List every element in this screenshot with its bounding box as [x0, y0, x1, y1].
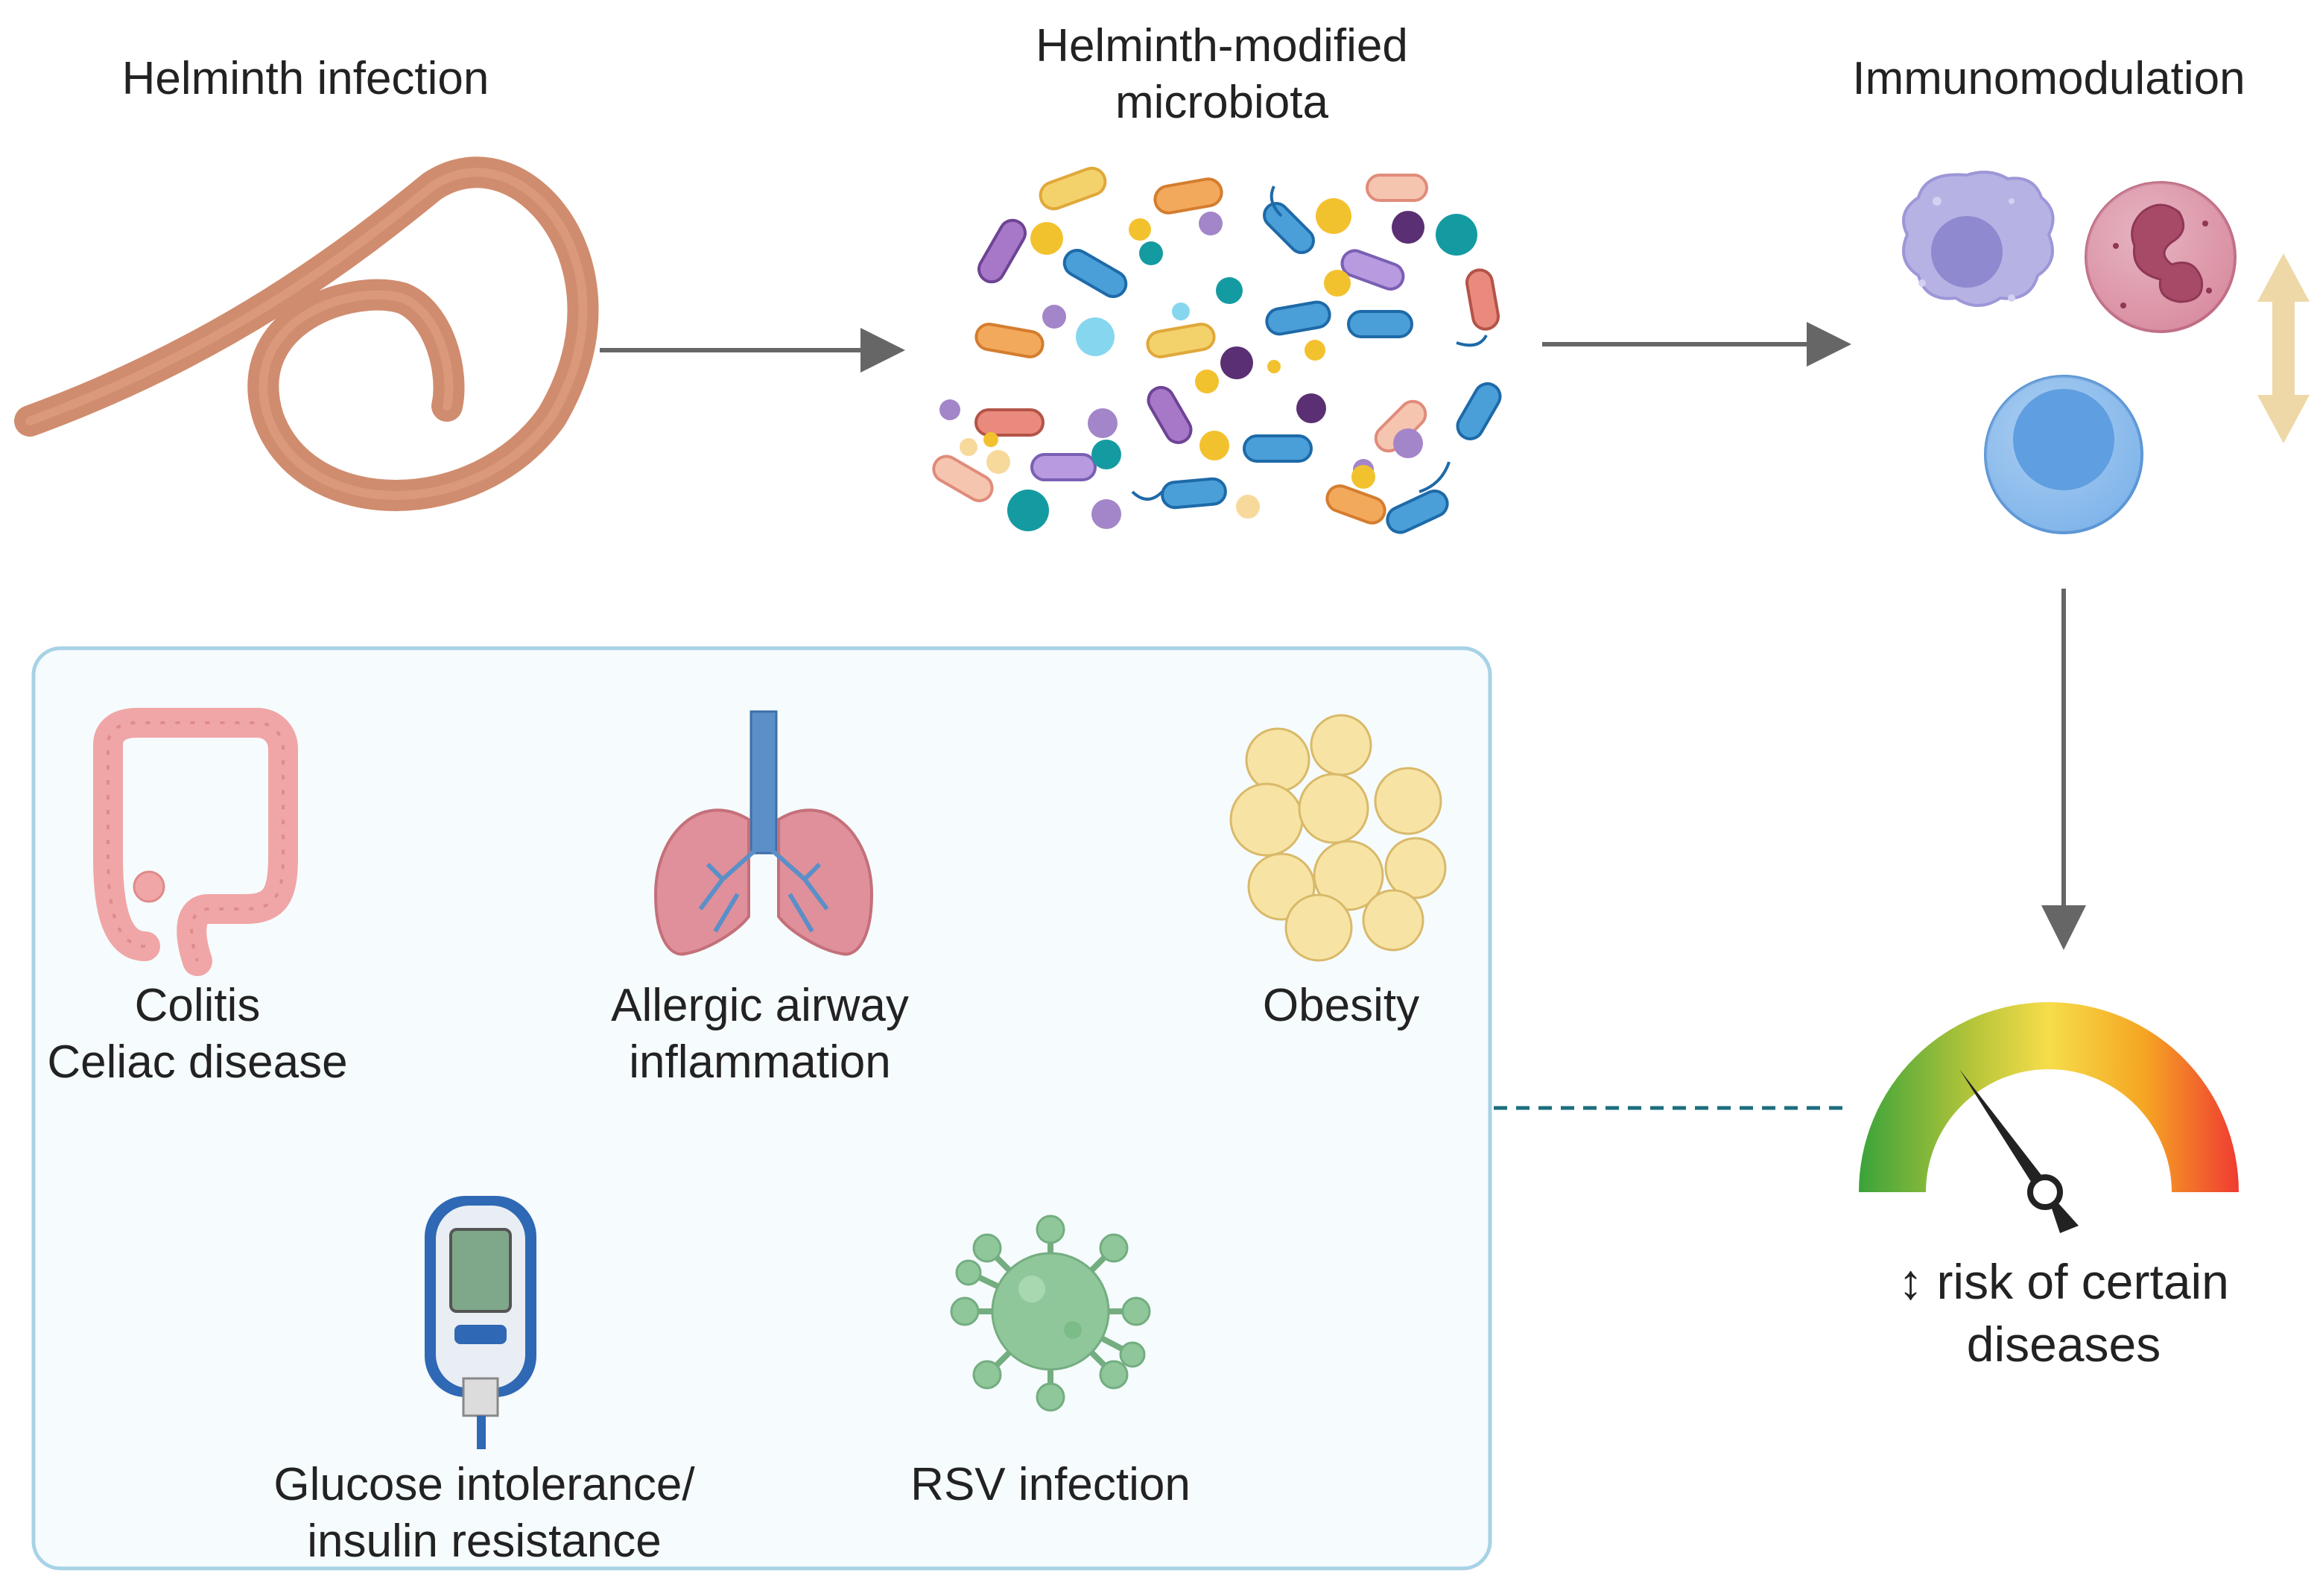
intestine-icon — [93, 708, 298, 976]
colitis-label-line1: Colitis — [134, 980, 261, 1031]
glucose-label-line2: insulin resistance — [307, 1516, 662, 1567]
updown-arrow-icon — [2257, 253, 2310, 443]
immunomodulation-title-text: Immunomodulation — [1852, 53, 2245, 104]
adipocytes-icon — [1229, 714, 1447, 962]
microbiota-cluster-icon — [932, 166, 1502, 534]
helminth-title-text: Helminth infection — [121, 53, 489, 104]
glucose-label: Glucose intolerance/ insulin resistance — [253, 1457, 715, 1570]
rsv-label: RSV infection — [894, 1457, 1207, 1513]
allergic-airway-label: Allergic airway inflammation — [574, 978, 946, 1091]
rsv-virus-icon — [950, 1215, 1151, 1412]
risk-gauge-icon — [1859, 1002, 2239, 1233]
helminth-worm-icon — [14, 156, 599, 511]
immunomodulation-title: Immunomodulation — [1803, 51, 2295, 107]
colitis-label-line2: Celiac disease — [47, 1036, 348, 1088]
rsv-label-text: RSV infection — [910, 1459, 1191, 1510]
allergic-label-line2: inflammation — [629, 1036, 891, 1088]
helminth-infection-title: Helminth infection — [60, 51, 551, 107]
immune-cells-icon — [1902, 171, 2310, 534]
disease-panel — [31, 646, 1492, 1571]
risk-label-line1-text: risk of certain — [1936, 1254, 2229, 1309]
microbiota-title-line2: microbiota — [1115, 77, 1328, 128]
lymphocyte-cell — [1984, 375, 2143, 534]
updown-symbol-icon: ↕ — [1898, 1254, 1924, 1309]
neutrophil-cell — [2085, 181, 2237, 333]
microbiota-title: Helminth-modified microbiota — [961, 18, 1483, 131]
allergic-label-line1: Allergic airway — [611, 980, 909, 1031]
risk-label: ↕ risk of certain diseases — [1818, 1250, 2310, 1375]
risk-label-line1: ↕ risk of certain — [1818, 1250, 2310, 1313]
obesity-label: Obesity — [1192, 978, 1490, 1034]
obesity-label-text: Obesity — [1262, 980, 1420, 1031]
colitis-label: Colitis Celiac disease — [30, 978, 365, 1091]
glucose-label-line1: Glucose intolerance/ — [273, 1459, 695, 1510]
macrophage-cell — [1902, 171, 2055, 307]
risk-label-line2: diseases — [1966, 1317, 2161, 1372]
lungs-icon — [653, 710, 874, 956]
glucometer-icon — [425, 1196, 536, 1449]
microbiota-title-line1: Helminth-modified — [1036, 20, 1408, 72]
